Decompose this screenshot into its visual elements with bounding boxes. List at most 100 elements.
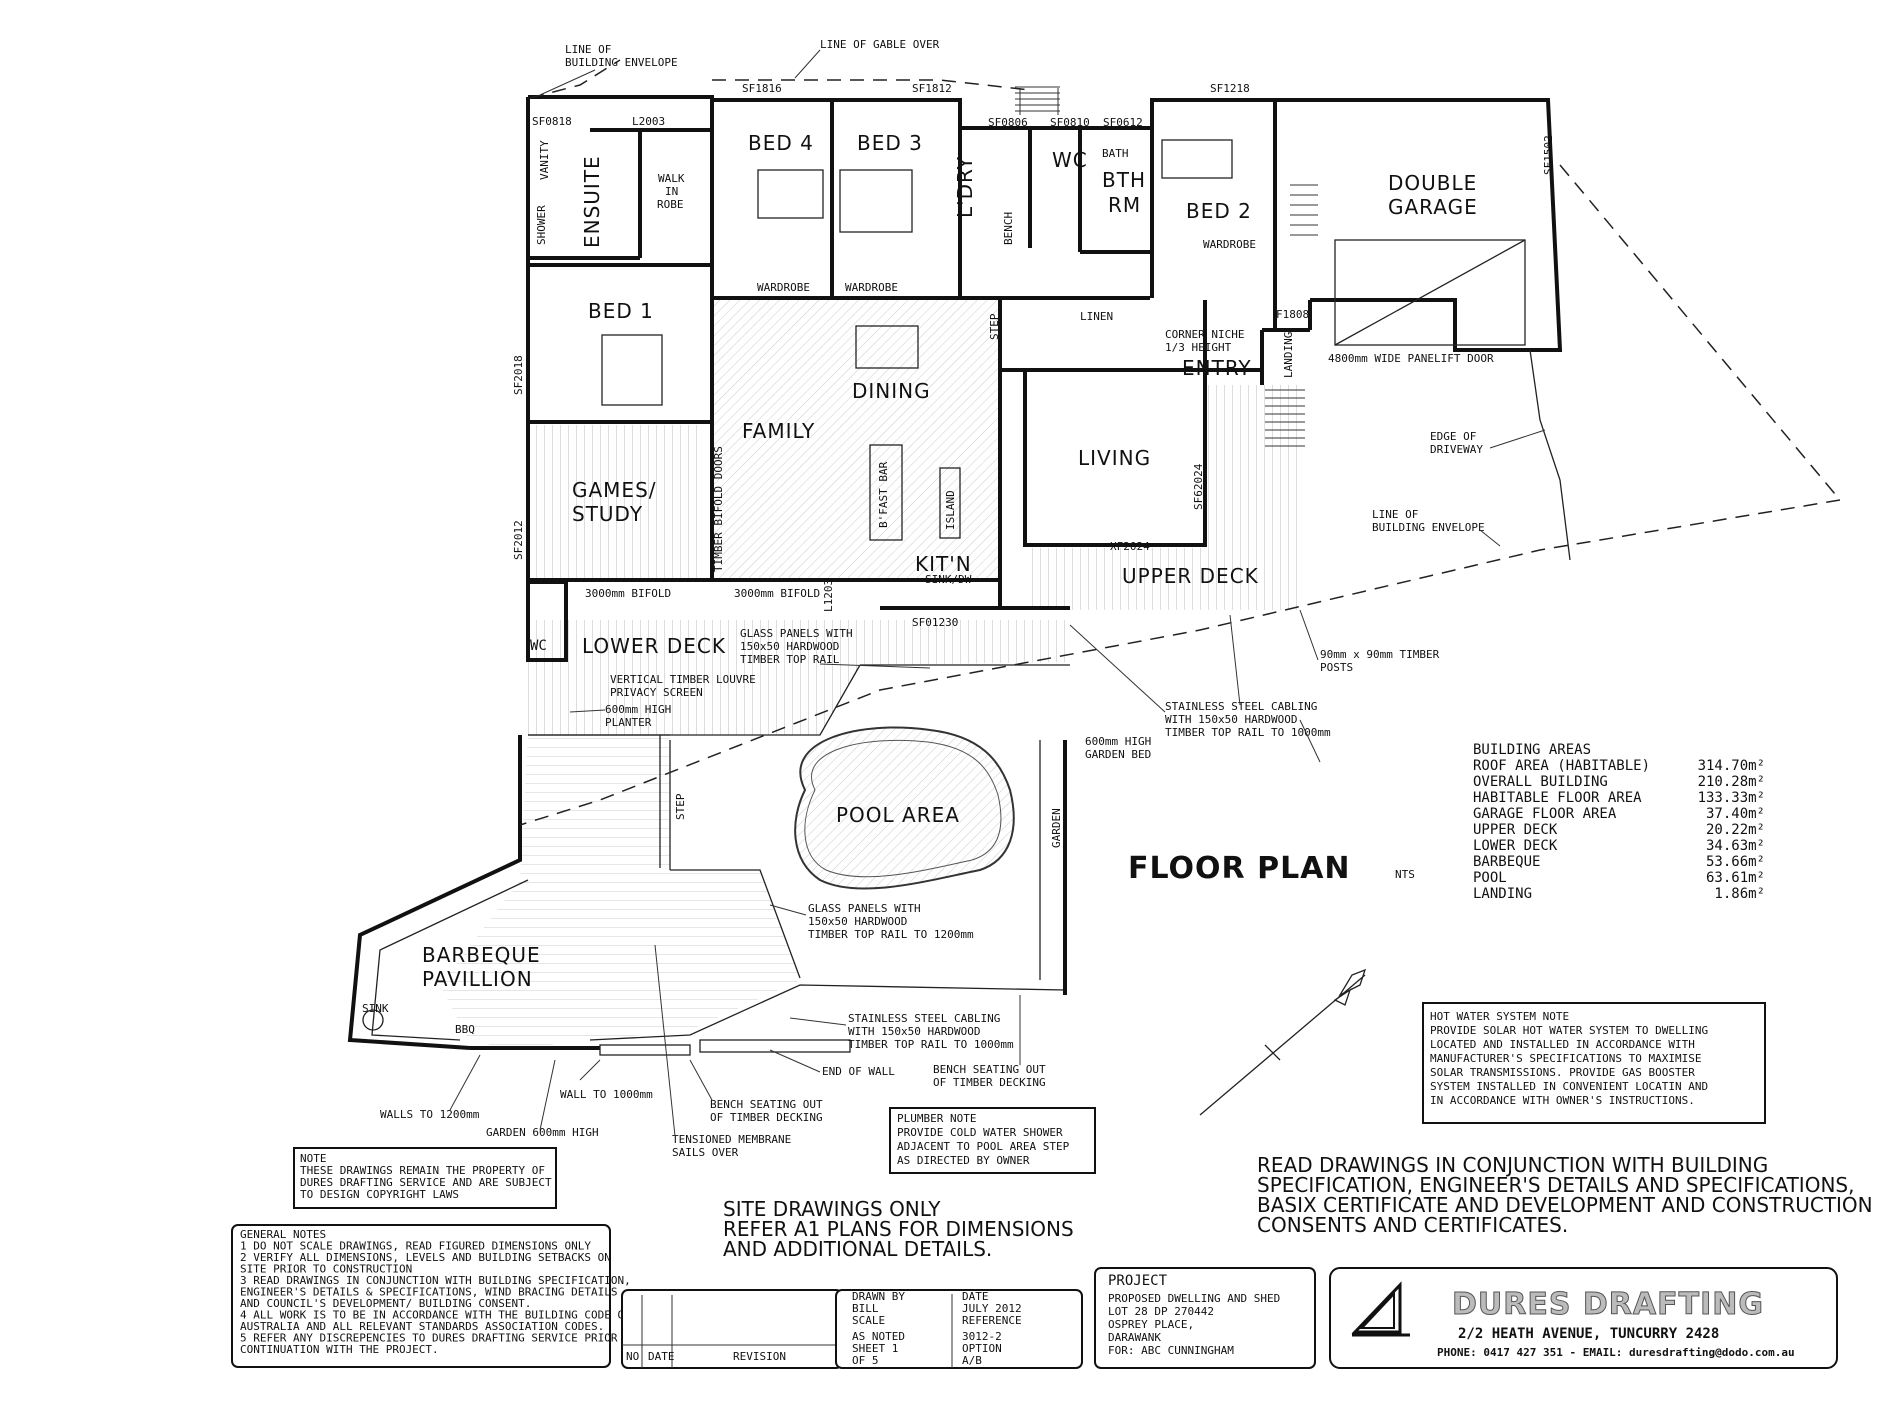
- company-logo-icon: [1351, 1281, 1410, 1337]
- svg-text:AS NOTED: AS NOTED: [852, 1330, 905, 1343]
- code-step-2: STEP: [674, 793, 687, 820]
- svg-text:WALL TO 1000mm: WALL TO 1000mm: [560, 1088, 653, 1101]
- general-notes-line: CONTINUATION WITH THE PROJECT.: [240, 1343, 439, 1356]
- code-sf01230: SF01230: [912, 616, 958, 629]
- code-panelift: 4800mm WIDE PANELIFT DOOR: [1328, 352, 1494, 365]
- code-sf0818: SF0818: [532, 115, 572, 128]
- company-block: DURES DRAFTING 2/2 HEATH AVENUE, TUNCURR…: [1329, 1267, 1838, 1369]
- area-value: 20.22m²: [1706, 822, 1765, 838]
- svg-text:1/3 HEIGHT: 1/3 HEIGHT: [1165, 341, 1232, 354]
- dashed-lines: [519, 59, 1841, 826]
- code-xf2024: XF2024: [1110, 540, 1150, 553]
- svg-text:LINE OF: LINE OF: [565, 43, 611, 56]
- area-value: 133.33m²: [1698, 790, 1765, 806]
- area-label: LANDING: [1473, 886, 1532, 902]
- copyright-line: TO DESIGN COPYRIGHT LAWS: [300, 1188, 459, 1201]
- room-walkin-1: WALK: [658, 172, 685, 185]
- svg-text:WALLS TO 1200mm: WALLS TO 1200mm: [380, 1108, 480, 1121]
- project-line: FOR: ABC CUNNINGHAM: [1108, 1344, 1234, 1357]
- code-sf1816: SF1816: [742, 82, 782, 95]
- code-sf2012: SF2012: [512, 520, 525, 560]
- read-drawings-line: SPECIFICATION, ENGINEER'S DETAILS AND SP…: [1257, 1173, 1854, 1197]
- room-entry: ENTRY: [1182, 356, 1252, 380]
- svg-text:150x50 HARDWOOD: 150x50 HARDWOOD: [808, 915, 907, 928]
- room-bth: BTH: [1102, 168, 1146, 192]
- code-bifold-1: 3000mm BIFOLD: [585, 587, 671, 600]
- revision-table: NO DATE REVISION: [621, 1289, 843, 1369]
- svg-text:LINE OF GABLE OVER: LINE OF GABLE OVER: [820, 38, 940, 51]
- window-codes: SF0818 L2003 SF1816 SF1812 SF0806 SF0810…: [512, 82, 1555, 820]
- room-bbq-1: BARBEQUE: [422, 943, 541, 967]
- area-label: UPPER DECK: [1473, 822, 1558, 838]
- games-floor: [532, 425, 704, 580]
- general-notes-line: 1 DO NOT SCALE DRAWINGS, READ FIGURED DI…: [240, 1240, 591, 1253]
- general-notes-line: GENERAL NOTES: [240, 1228, 326, 1241]
- room-dining: DINING: [852, 379, 931, 403]
- room-landing: LANDING: [1282, 332, 1295, 378]
- code-sf0806: SF0806: [988, 116, 1028, 129]
- area-label: BARBEQUE: [1473, 854, 1540, 870]
- hot-water-line: IN ACCORDANCE WITH OWNER'S INSTRUCTIONS.: [1430, 1094, 1695, 1107]
- area-value: 210.28m²: [1698, 774, 1765, 790]
- general-notes-line: SITE PRIOR TO CONSTRUCTION: [240, 1263, 412, 1276]
- code-sf62024: SF62024: [1192, 463, 1205, 510]
- svg-text:TIMBER TOP RAIL TO 1200mm: TIMBER TOP RAIL TO 1200mm: [808, 928, 974, 941]
- svg-text:600mm HIGH: 600mm HIGH: [605, 703, 671, 716]
- bench-label: BENCH: [1002, 212, 1015, 245]
- shower-label: SHOWER: [535, 205, 548, 245]
- svg-text:REFERENCE: REFERENCE: [962, 1314, 1022, 1327]
- svg-text:GLASS PANELS WITH: GLASS PANELS WITH: [740, 627, 853, 640]
- svg-text:VERTICAL TIMBER LOUVRE: VERTICAL TIMBER LOUVRE: [610, 673, 756, 686]
- breakfast-bar-label: B'FAST BAR: [877, 461, 890, 528]
- svg-text:CORNER NICHE: CORNER NICHE: [1165, 328, 1244, 341]
- hot-water-line: MANUFACTURER'S SPECIFICATIONS TO MAXIMIS…: [1430, 1052, 1702, 1065]
- svg-text:GARDEN 600mm HIGH: GARDEN 600mm HIGH: [486, 1126, 599, 1139]
- bbq-paving-hatch: [440, 735, 800, 1048]
- copyright-line: THESE DRAWINGS REMAIN THE PROPERTY OF: [300, 1164, 545, 1177]
- svg-text:3012-2: 3012-2: [962, 1330, 1002, 1343]
- general-notes-line: 2 VERIFY ALL DIMENSIONS, LEVELS AND BUIL…: [240, 1251, 611, 1264]
- room-kitchen: KIT'N: [915, 552, 972, 576]
- room-labels: BED 4 BED 3 L'DRY WC BTH RM BATH BED 2 D…: [422, 131, 1478, 991]
- svg-text:TENSIONED MEMBRANE: TENSIONED MEMBRANE: [672, 1133, 791, 1146]
- room-garage-line2: GARAGE: [1388, 195, 1478, 219]
- copyright-line: DURES DRAFTING SERVICE AND ARE SUBJECT: [300, 1176, 552, 1189]
- room-pool-area: POOL AREA: [836, 803, 960, 827]
- vanity-label: VANITY: [538, 140, 551, 180]
- site-drawings-line: AND ADDITIONAL DETAILS.: [723, 1237, 992, 1261]
- room-bed3: BED 3: [857, 131, 923, 155]
- code-step-1: STEP: [988, 313, 1001, 340]
- lower-deck-hatch: [528, 620, 1070, 735]
- linen-cupboard: LINEN: [1080, 310, 1113, 323]
- pool: [794, 726, 1015, 890]
- svg-text:WITH 150x50 HARDWOOD: WITH 150x50 HARDWOOD: [1165, 713, 1297, 726]
- project-line: DARAWANK: [1108, 1331, 1161, 1344]
- area-value: 314.70m²: [1698, 758, 1765, 774]
- area-label: GARAGE FLOOR AREA: [1473, 806, 1617, 822]
- svg-text:TIMBER TOP RAIL TO 1000mm: TIMBER TOP RAIL TO 1000mm: [1165, 726, 1331, 739]
- general-notes-line: ENGINEER'S DETAILS & SPECIFICATIONS, WIN…: [240, 1286, 618, 1299]
- hot-water-line: SOLAR TRANSMISSIONS. PROVIDE GAS BOOSTER: [1430, 1066, 1695, 1079]
- read-drawings-line: READ DRAWINGS IN CONJUNCTION WITH BUILDI…: [1257, 1153, 1768, 1177]
- svg-text:DRAWN BY: DRAWN BY: [852, 1290, 905, 1303]
- hot-water-line: HOT WATER SYSTEM NOTE: [1430, 1010, 1569, 1023]
- room-wc2: WC: [530, 638, 547, 654]
- hot-water-line: PROVIDE SOLAR HOT WATER SYSTEM TO DWELLI…: [1430, 1024, 1708, 1037]
- sink-label: SINK/DW: [925, 573, 972, 586]
- general-notes-line: 5 REFER ANY DISCREPENCIES TO DURES DRAFT…: [240, 1332, 637, 1345]
- company-phone: PHONE: 0417 427 351 - EMAIL: duresdrafti…: [1437, 1346, 1795, 1359]
- room-upper-deck: UPPER DECK: [1122, 564, 1259, 588]
- copyright-line: NOTE: [300, 1152, 327, 1165]
- area-value: 34.63m²: [1706, 838, 1765, 854]
- svg-text:NO: NO: [626, 1350, 639, 1363]
- svg-text:BUILDING ENVELOPE: BUILDING ENVELOPE: [1372, 521, 1485, 534]
- room-walkin-3: ROBE: [657, 198, 684, 211]
- svg-text:A/B: A/B: [962, 1354, 982, 1367]
- wardrobe-bed3: WARDROBE: [845, 281, 898, 294]
- room-ldry: L'DRY: [953, 156, 977, 218]
